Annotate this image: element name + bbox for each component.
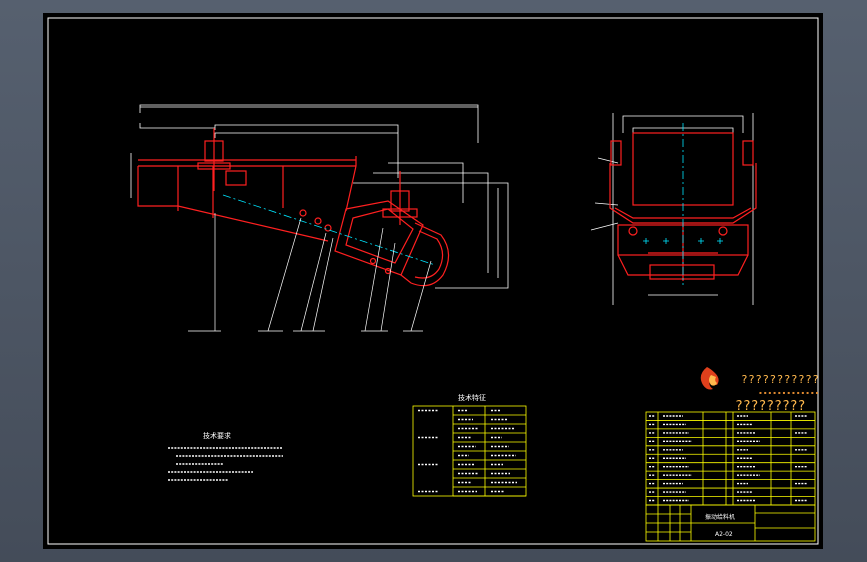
title-block-name: 振动给料机: [705, 513, 735, 521]
watermark-line-1: ???????????: [741, 373, 820, 386]
watermark-line-2: ?????????: [735, 399, 806, 414]
parts-list: [645, 411, 816, 506]
end-view: [590, 113, 757, 305]
watermark-logo: [700, 367, 719, 390]
cad-drawing: 技术要求 技术特征: [47, 17, 819, 545]
requirements-title: 技术要求: [203, 431, 231, 440]
title-block: 振动给料机 A2-02: [645, 504, 816, 542]
sheet-border: [47, 17, 819, 545]
tech-feature-table: 技术特征: [412, 393, 527, 497]
title-block-code: A2-02: [715, 531, 733, 538]
drawing-sheet: 技术要求 技术特征: [43, 13, 823, 549]
technical-requirements: 技术要求: [168, 431, 283, 481]
watermark-dots: ▪▪▪▪▪▪▪▪▪▪▪▪▪: [759, 390, 821, 395]
side-view: [130, 104, 509, 332]
tech-table-title: 技术特征: [458, 393, 486, 402]
